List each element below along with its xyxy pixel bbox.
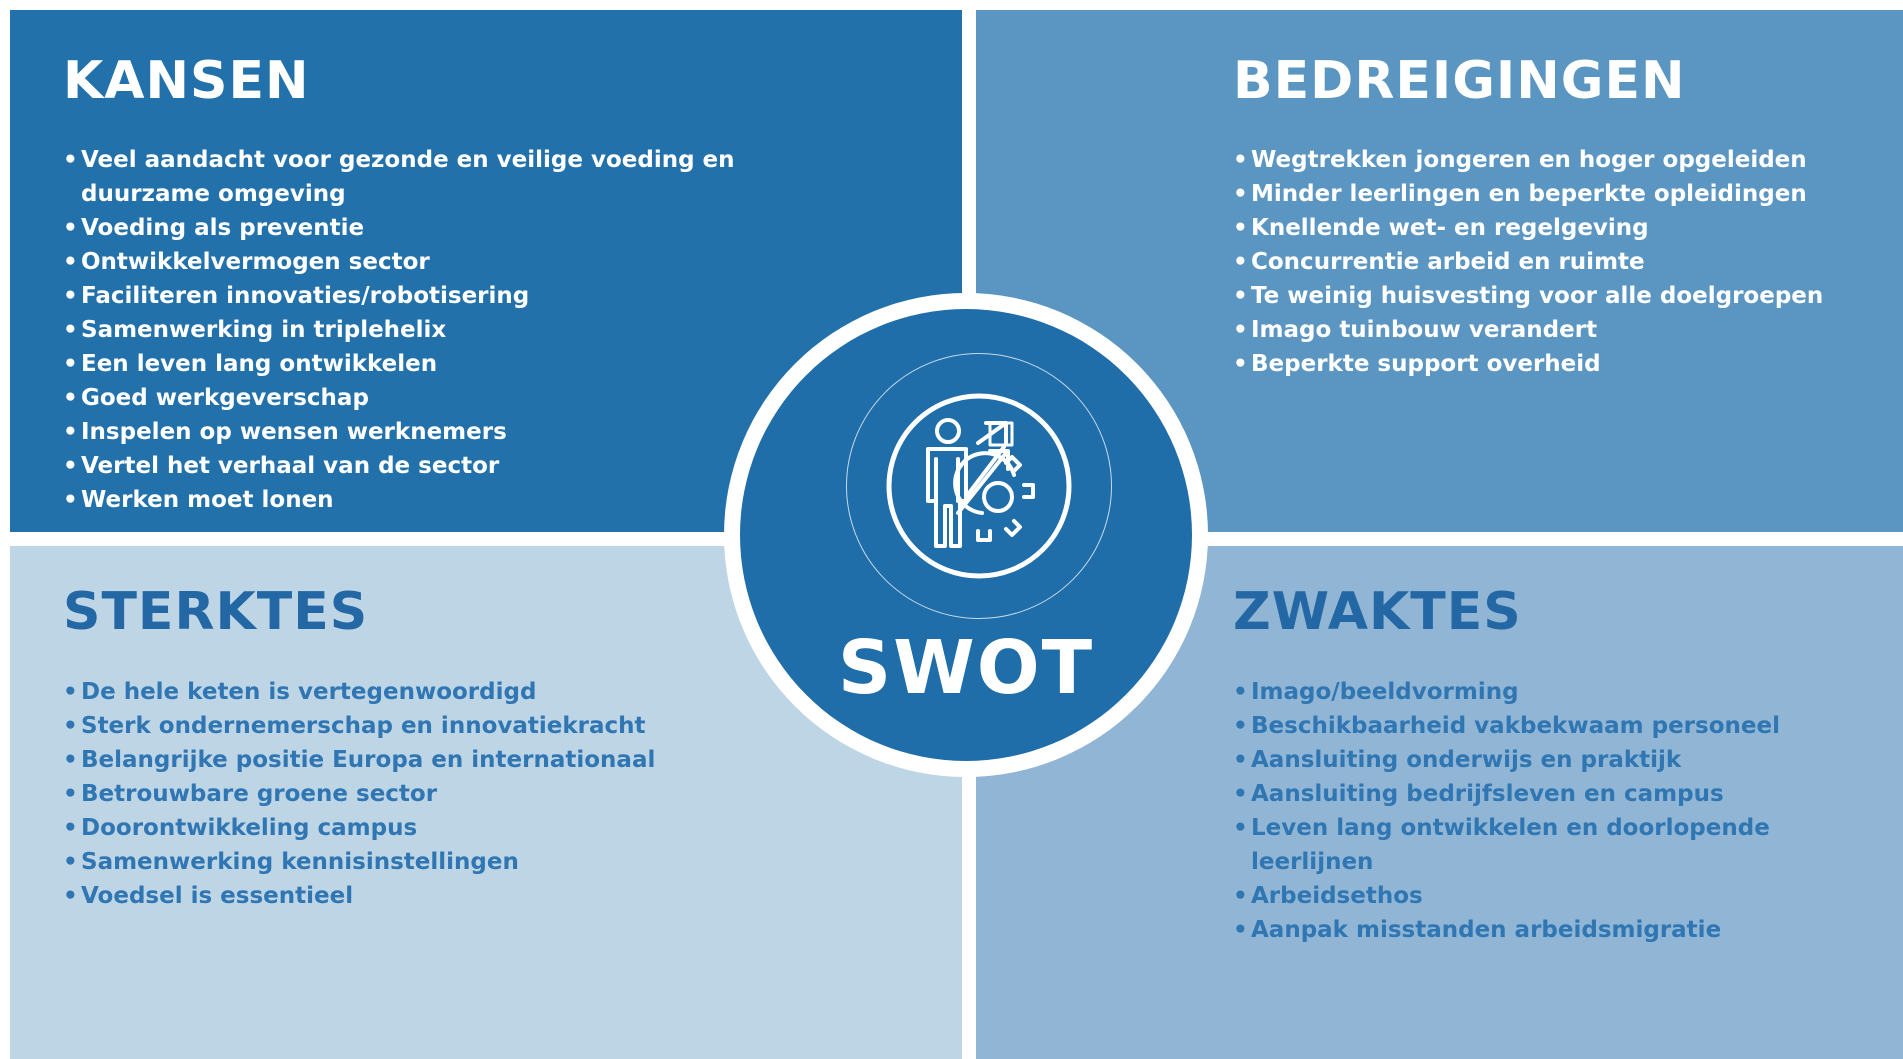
list-item: Imago/beeldvorming: [1233, 675, 1898, 709]
list-item: Aanpak misstanden arbeidsmigratie: [1233, 913, 1898, 947]
list-item: Knellende wet- en regelgeving: [1233, 211, 1893, 245]
list-item: Ontwikkelvermogen sector: [63, 245, 763, 279]
list-item: Doorontwikkeling campus: [63, 811, 763, 845]
list-item: De hele keten is vertegenwoordigd: [63, 675, 763, 709]
list-item: Wegtrekken jongeren en hoger opgeleiden: [1233, 143, 1893, 177]
list-item: Belangrijke positie Europa en internatio…: [63, 743, 763, 777]
list-item: Aansluiting bedrijfsleven en campus: [1233, 777, 1898, 811]
list-item: Betrouwbare groene sector: [63, 777, 763, 811]
zwaktes-title: ZWAKTES: [1233, 582, 1522, 642]
zwaktes-list: Imago/beeldvorming Beschikbaarheid vakbe…: [1233, 675, 1898, 947]
list-item: Een leven lang ontwikkelen: [63, 347, 763, 381]
swot-center-inner: SWOT: [740, 309, 1192, 761]
list-item: Samenwerking kennisinstellingen: [63, 845, 763, 879]
bedreigingen-list: Wegtrekken jongeren en hoger opgeleiden …: [1233, 143, 1893, 381]
kansen-title: KANSEN: [63, 51, 310, 111]
icon-outer-ring: [846, 353, 1112, 619]
list-item: Samenwerking in triplehelix: [63, 313, 763, 347]
list-item: Imago tuinbouw verandert: [1233, 313, 1893, 347]
list-item: Aansluiting onderwijs en praktijk: [1233, 743, 1898, 777]
list-item: Voedsel is essentieel: [63, 879, 763, 913]
list-item: Sterk ondernemerschap en innovatiekracht: [63, 709, 763, 743]
swot-center-circle: SWOT: [724, 293, 1208, 777]
list-item: Faciliteren innovaties/robotisering: [63, 279, 763, 313]
list-item: Beschikbaarheid vakbekwaam personeel: [1233, 709, 1898, 743]
list-item: Goed werkgeverschap: [63, 381, 763, 415]
list-item: Veel aandacht voor gezonde en veilige vo…: [63, 143, 763, 211]
list-item: Minder leerlingen en beperkte opleidinge…: [1233, 177, 1893, 211]
list-item: Concurrentie arbeid en ruimte: [1233, 245, 1893, 279]
quadrant-kansen: KANSEN Veel aandacht voor gezonde en vei…: [10, 10, 962, 532]
bedreigingen-title: BEDREIGINGEN: [1233, 51, 1686, 111]
list-item: Voeding als preventie: [63, 211, 763, 245]
sterktes-list: De hele keten is vertegenwoordigd Sterk …: [63, 675, 763, 913]
list-item: Te weinig huisvesting voor alle doelgroe…: [1233, 279, 1893, 313]
swot-label: SWOT: [837, 625, 1095, 711]
list-item: Inspelen op wensen werknemers: [63, 415, 763, 449]
list-item: Werken moet lonen: [63, 483, 763, 517]
list-item: Vertel het verhaal van de sector: [63, 449, 763, 483]
list-item: Arbeidsethos: [1233, 879, 1898, 913]
kansen-list: Veel aandacht voor gezonde en veilige vo…: [63, 143, 763, 517]
list-item: Leven lang ontwikkelen en doorlopende le…: [1233, 811, 1898, 879]
sterktes-title: STERKTES: [63, 582, 369, 642]
person-growth-gear-icon: [886, 393, 1072, 579]
quadrant-sterktes: STERKTES De hele keten is vertegenwoordi…: [10, 546, 962, 1059]
list-item: Beperkte support overheid: [1233, 347, 1893, 381]
